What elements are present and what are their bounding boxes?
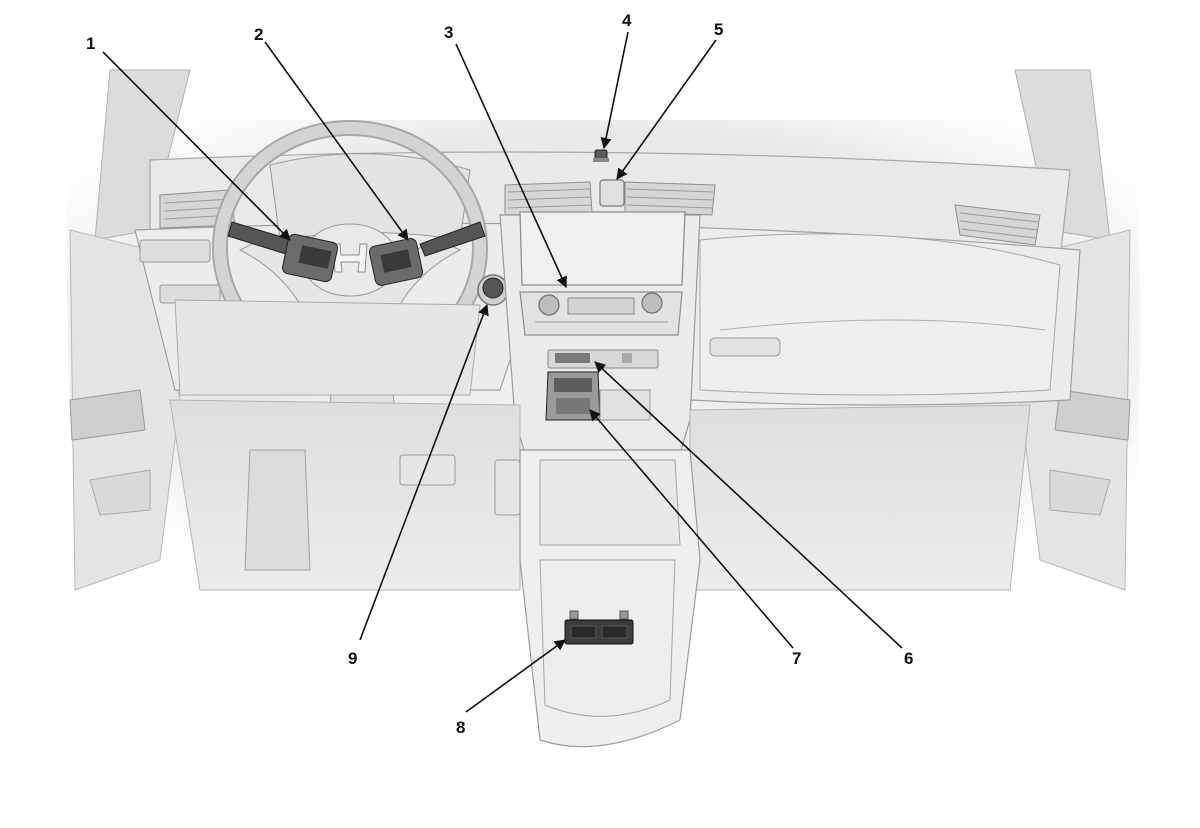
right-side-air-vent: [954, 204, 1041, 246]
leader-line-4: [600, 31, 629, 150]
left-door-pocket: [89, 469, 151, 516]
callout-numbers: 1 2 3 4 5 6 7 8 9: [86, 11, 913, 737]
passenger-dash-panel: [699, 233, 1061, 396]
shift-panel: [599, 389, 651, 421]
callout-3: 3: [444, 23, 453, 42]
front-accessory-panel: [547, 349, 659, 369]
callout-6: 6: [904, 649, 913, 668]
glovebox-line: [719, 319, 1046, 331]
right-door-switch-panel: [1054, 389, 1131, 441]
callout-7: 7: [792, 649, 801, 668]
callout-2: 2: [254, 25, 263, 44]
leader-line-5: [616, 39, 717, 180]
vehicle-interior-illustration: [66, 69, 1141, 748]
foot-rest: [244, 449, 311, 571]
leader-line-8: [465, 639, 566, 713]
callout-1: 1: [86, 34, 95, 53]
leader-line-6: [594, 361, 903, 649]
center-console-connector: [545, 371, 601, 421]
leader-lines: [102, 31, 903, 713]
right-combination-switch: [368, 221, 486, 286]
brake-pedal: [399, 454, 456, 486]
callout-4: 4: [622, 11, 632, 30]
center-left-air-vent: [504, 181, 593, 216]
climate-control-panel: [519, 291, 683, 336]
engine-start-switch: [477, 274, 509, 306]
center-right-air-vent: [624, 181, 716, 216]
lower-driver-dash: [174, 299, 481, 396]
left-door-switch-panel: [69, 389, 146, 441]
glovebox-handle: [709, 337, 781, 357]
audio-display-unit: [519, 211, 686, 286]
left-combination-switch: [227, 221, 338, 283]
left-dash-switch-panel: [139, 239, 211, 263]
rear-usb-ports: [564, 610, 634, 645]
right-door-pocket: [1049, 469, 1111, 516]
honda-h-logo: [332, 243, 368, 273]
leader-line-9: [359, 303, 489, 641]
leader-line-7: [589, 409, 794, 649]
callout-9: 9: [348, 649, 357, 668]
floor-carpet: [169, 399, 521, 591]
callout-8: 8: [456, 718, 465, 737]
callout-5: 5: [714, 20, 723, 39]
armrest: [539, 459, 681, 546]
leader-line-2: [264, 41, 409, 241]
hazard-switch: [599, 179, 625, 207]
dashboard-top-sensor: [593, 149, 609, 162]
leader-line-3: [455, 43, 567, 289]
leader-line-1: [102, 51, 291, 241]
accelerator-pedal: [494, 459, 521, 516]
